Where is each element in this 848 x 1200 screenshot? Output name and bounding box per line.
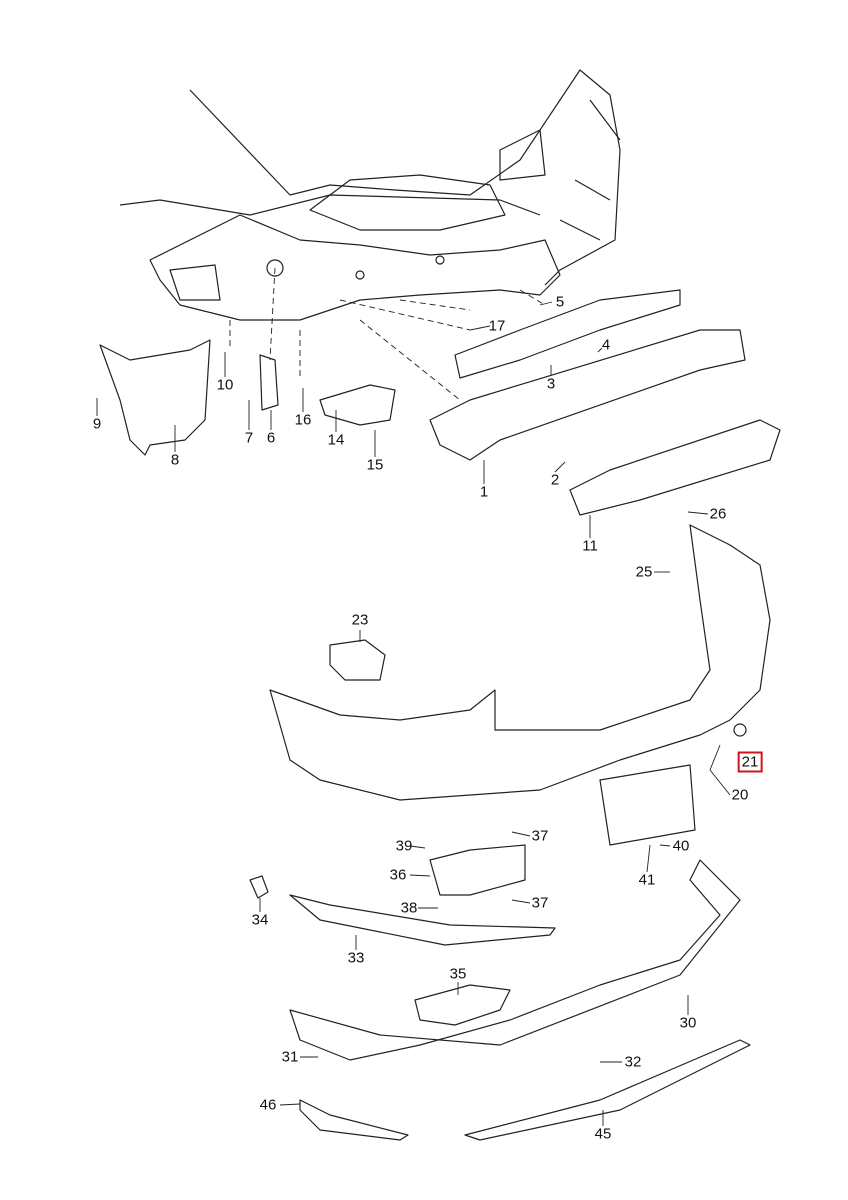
part-label[interactable]: 36 xyxy=(389,866,407,884)
part-label[interactable]: 37 xyxy=(531,894,549,912)
part-label-highlighted[interactable]: 21 xyxy=(737,751,763,773)
part-label[interactable]: 33 xyxy=(347,949,365,967)
part-label[interactable]: 31 xyxy=(281,1048,299,1066)
part-label[interactable]: 45 xyxy=(594,1125,612,1143)
leader-lines xyxy=(229,267,546,401)
part-label[interactable]: 16 xyxy=(294,411,312,429)
part-label[interactable]: 14 xyxy=(327,431,345,449)
label-leaders xyxy=(96,301,731,1126)
part-label[interactable]: 40 xyxy=(672,837,690,855)
part-label[interactable]: 2 xyxy=(550,471,560,489)
part-label[interactable]: 11 xyxy=(582,537,598,555)
part-label[interactable]: 46 xyxy=(259,1096,277,1114)
part-shapes xyxy=(99,289,781,1141)
part-label[interactable]: 5 xyxy=(555,293,565,311)
part-label[interactable]: 32 xyxy=(624,1053,642,1071)
part-label[interactable]: 25 xyxy=(635,563,653,581)
part-label[interactable]: 15 xyxy=(366,456,384,474)
part-label[interactable]: 6 xyxy=(266,429,276,447)
part-label[interactable]: 10 xyxy=(216,376,234,394)
part-label[interactable]: 38 xyxy=(400,899,418,917)
part-label[interactable]: 3 xyxy=(546,375,556,393)
part-label[interactable]: 4 xyxy=(601,336,611,354)
part-label[interactable]: 1 xyxy=(479,483,489,501)
part-label[interactable]: 30 xyxy=(679,1014,697,1032)
part-label[interactable]: 8 xyxy=(170,451,180,469)
part-label[interactable]: 34 xyxy=(251,911,269,929)
part-label[interactable]: 23 xyxy=(351,611,369,629)
part-label[interactable]: 39 xyxy=(395,837,413,855)
part-label[interactable]: 9 xyxy=(92,415,102,433)
part-label[interactable]: 26 xyxy=(709,505,727,523)
part-label[interactable]: 41 xyxy=(638,871,656,889)
car-body-rear xyxy=(119,69,621,321)
part-label[interactable]: 20 xyxy=(731,786,749,804)
part-label[interactable]: 7 xyxy=(244,429,254,447)
part-label[interactable]: 35 xyxy=(449,965,467,983)
part-label[interactable]: 37 xyxy=(531,827,549,845)
part-label[interactable]: 17 xyxy=(488,317,506,335)
